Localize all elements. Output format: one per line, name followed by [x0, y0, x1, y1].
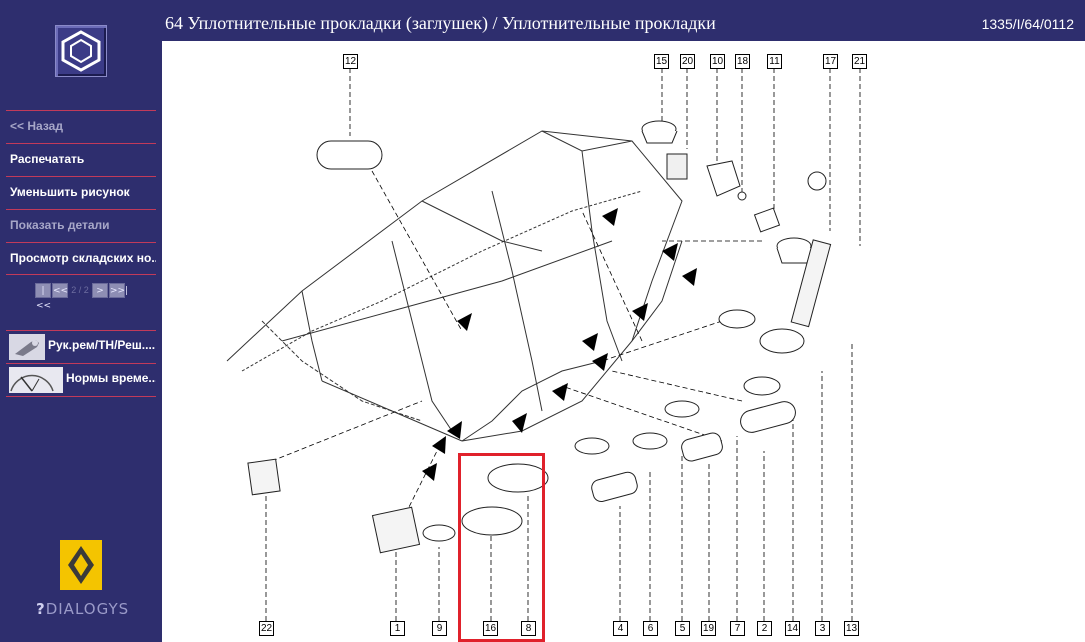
first-page-button[interactable]: |<<	[35, 283, 51, 311]
renault-logo	[60, 540, 102, 590]
callout-1[interactable]: 1	[390, 621, 405, 636]
time-norms-link[interactable]: Нормы време...	[6, 363, 156, 394]
callout-18[interactable]: 18	[735, 54, 751, 69]
last-page-button[interactable]: >>|	[109, 283, 128, 298]
callout-4[interactable]: 4	[613, 621, 628, 636]
callout-9[interactable]: 9	[432, 621, 447, 636]
time-norms-label: Нормы време...	[66, 371, 156, 385]
callout-21[interactable]: 21	[852, 54, 868, 69]
callout-2[interactable]: 2	[757, 621, 772, 636]
prev-page-button[interactable]: <<	[52, 283, 68, 298]
document-code: 1335/I/64/0112	[981, 16, 1074, 32]
app-logo	[55, 25, 107, 77]
page-indicator: 2 / 2	[71, 285, 89, 295]
hexagon-icon	[61, 30, 101, 72]
page-title: 64 Уплотнительные прокладки (заглушек) /…	[165, 13, 716, 33]
callout-17[interactable]: 17	[823, 54, 839, 69]
callout-22[interactable]: 22	[259, 621, 275, 636]
show-details-button[interactable]: Показать детали	[6, 209, 156, 241]
zoom-out-button[interactable]: Уменьшить рисунок	[6, 176, 156, 208]
selection-highlight	[458, 453, 545, 642]
callout-7[interactable]: 7	[730, 621, 745, 636]
callout-14[interactable]: 14	[785, 621, 801, 636]
sidebar: << Назад Распечатать Уменьшить рисунок П…	[0, 0, 160, 642]
callout-6[interactable]: 6	[643, 621, 658, 636]
menu-divider	[6, 274, 156, 275]
callout-12[interactable]: 12	[343, 54, 359, 69]
callout-19[interactable]: 19	[701, 621, 717, 636]
callout-13[interactable]: 13	[844, 621, 860, 636]
callout-16[interactable]: 16	[483, 621, 499, 636]
pager: |<< << 2 / 2 > >>|	[35, 283, 128, 311]
tools-divider	[6, 396, 156, 397]
repair-manual-label: Рук.рем/ТН/Реш....	[48, 338, 156, 352]
wrench-icon	[9, 334, 45, 360]
back-button[interactable]: << Назад	[6, 110, 156, 142]
callout-8[interactable]: 8	[521, 621, 536, 636]
callout-15[interactable]: 15	[654, 54, 670, 69]
car-body-drawing	[226, 68, 861, 621]
callout-5[interactable]: 5	[675, 621, 690, 636]
print-button[interactable]: Распечатать	[6, 143, 156, 175]
exploded-diagram[interactable]: 12 15 20 10 18 11 17 21 22 1 9 16 8 4 6 …	[162, 41, 1085, 642]
callout-20[interactable]: 20	[680, 54, 696, 69]
next-page-button[interactable]: >	[92, 283, 108, 298]
callout-10[interactable]: 10	[710, 54, 726, 69]
callout-11[interactable]: 11	[767, 54, 782, 69]
repair-manual-link[interactable]: Рук.рем/ТН/Реш....	[6, 330, 156, 361]
callout-3[interactable]: 3	[815, 621, 830, 636]
help-icon[interactable]: ?	[36, 600, 46, 618]
brand-name: ?DIALOGYS	[36, 600, 129, 618]
brand-text: DIALOGYS	[45, 600, 130, 618]
stock-numbers-button[interactable]: Просмотр складских но...	[6, 242, 156, 274]
clock-icon	[9, 367, 63, 393]
